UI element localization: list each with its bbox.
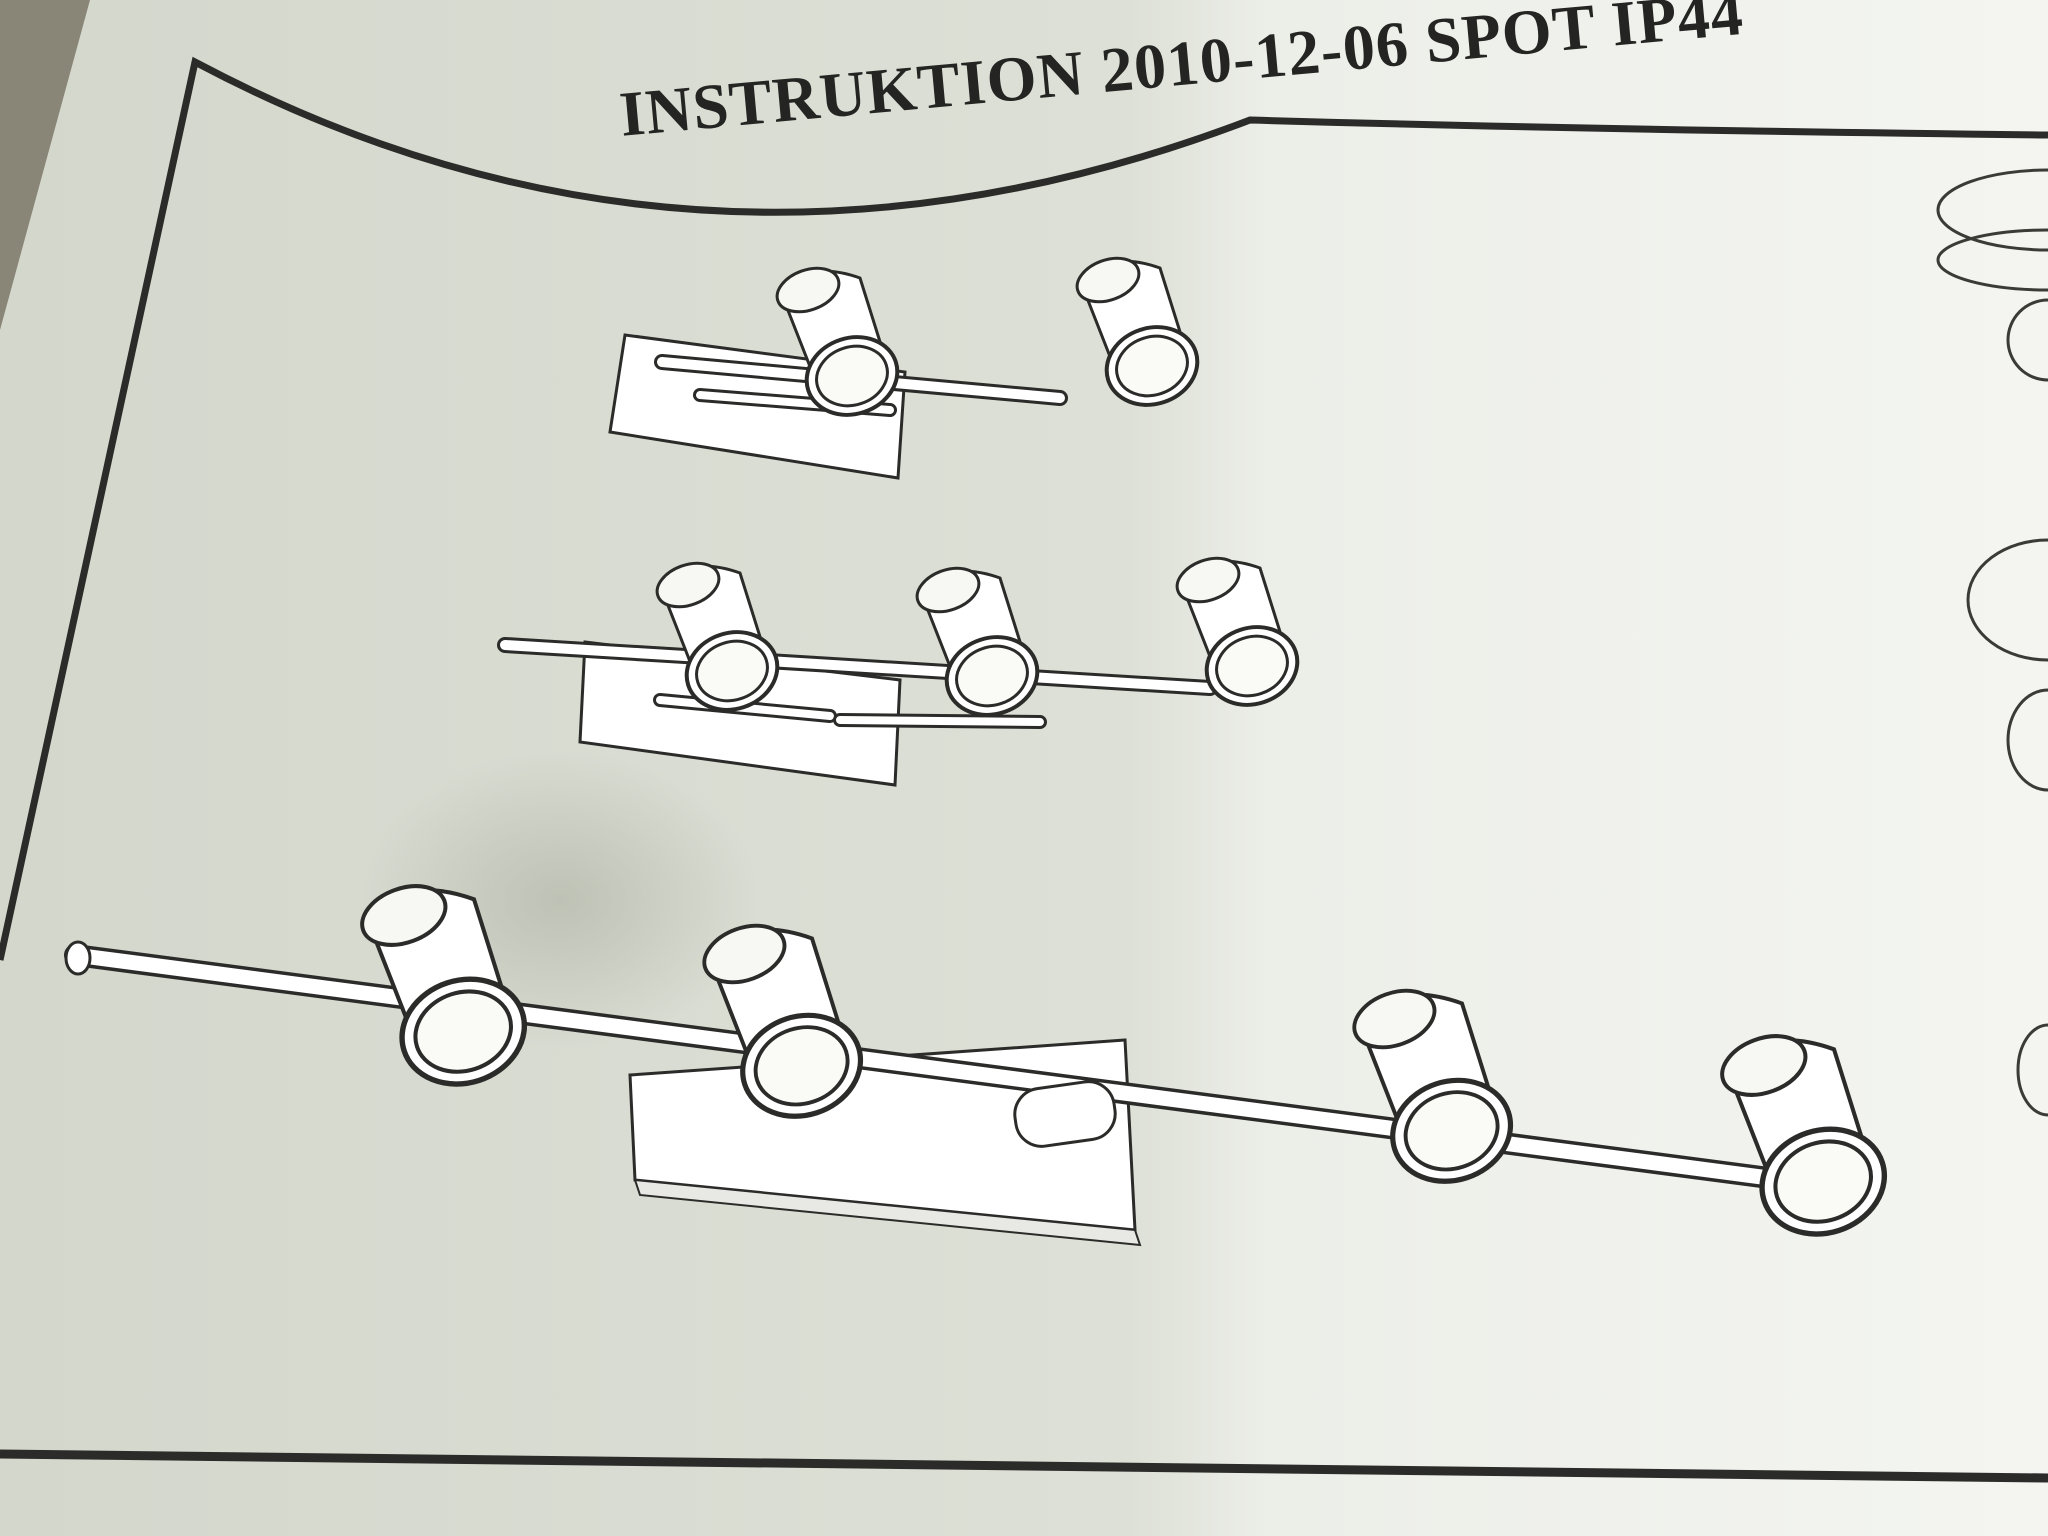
- frame-border: [0, 56, 2048, 961]
- figure-five-spot: [64, 875, 1898, 1249]
- right-edge-partial-figures: [1936, 168, 2048, 1117]
- figure-two-spot: [608, 248, 1210, 480]
- figure-three-spot: [497, 548, 1310, 787]
- frame-bottom-line: [0, 1449, 2048, 1483]
